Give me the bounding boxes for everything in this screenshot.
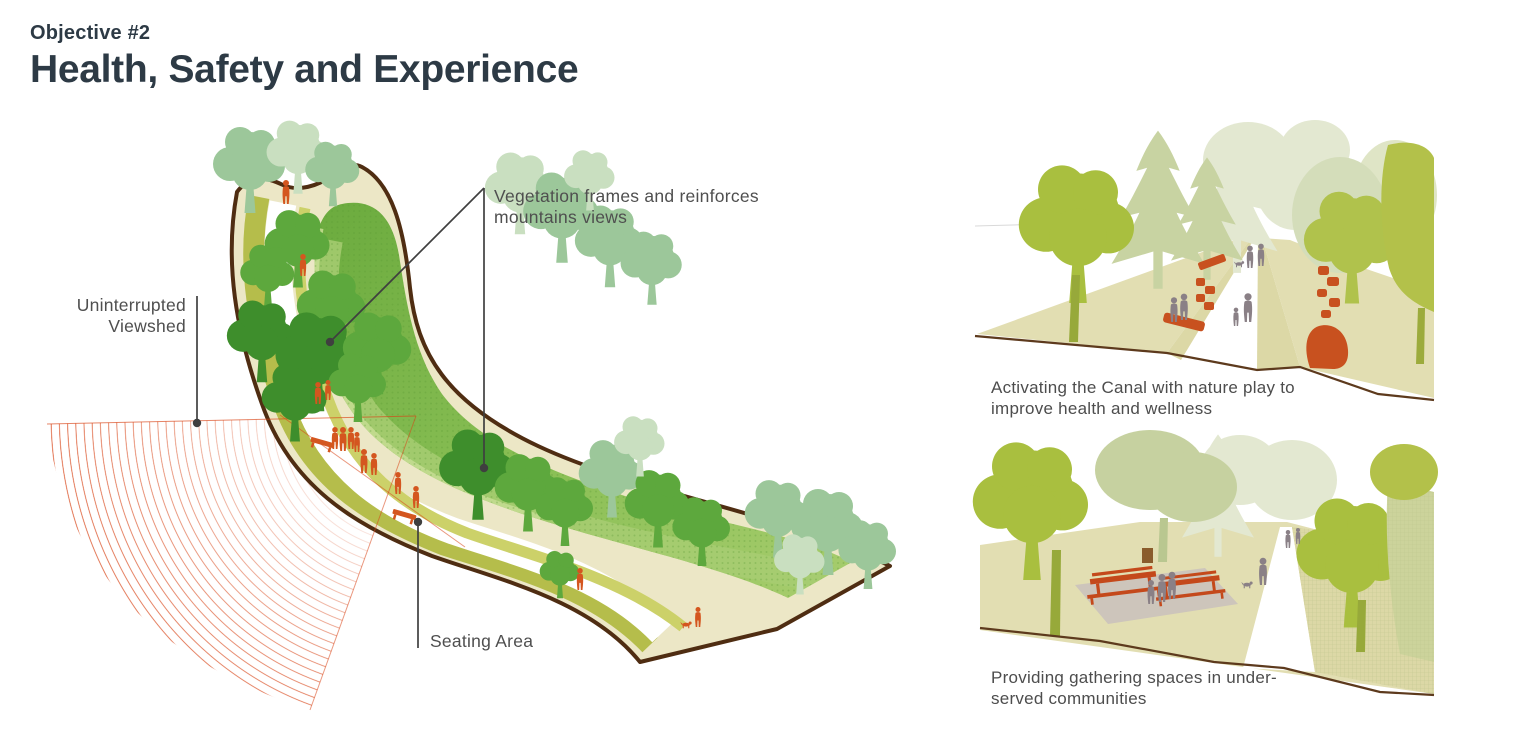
header: Objective #2 Health, Safety and Experien… xyxy=(30,22,579,92)
figure-gathering-art xyxy=(972,430,1438,697)
nature-play-elements xyxy=(1163,254,1349,369)
caption-nature-play: Activating the Canal with nature play to… xyxy=(991,378,1295,419)
annotation-uninterrupted-viewshed: Uninterrupted Viewshed xyxy=(76,295,186,337)
annotation-vegetation-frames: Vegetation frames and reinforces mountai… xyxy=(494,186,759,228)
annotation-seating-area: Seating Area xyxy=(430,631,534,651)
caption-gathering: Providing gathering spaces in under-serv… xyxy=(991,668,1277,709)
objective-label: Objective #2 xyxy=(30,22,151,44)
leader-lines xyxy=(192,187,489,648)
figure-nature-play-art xyxy=(974,120,1437,402)
page-title: Health, Safety and Experience xyxy=(30,48,579,91)
trash-bin xyxy=(1142,548,1153,563)
